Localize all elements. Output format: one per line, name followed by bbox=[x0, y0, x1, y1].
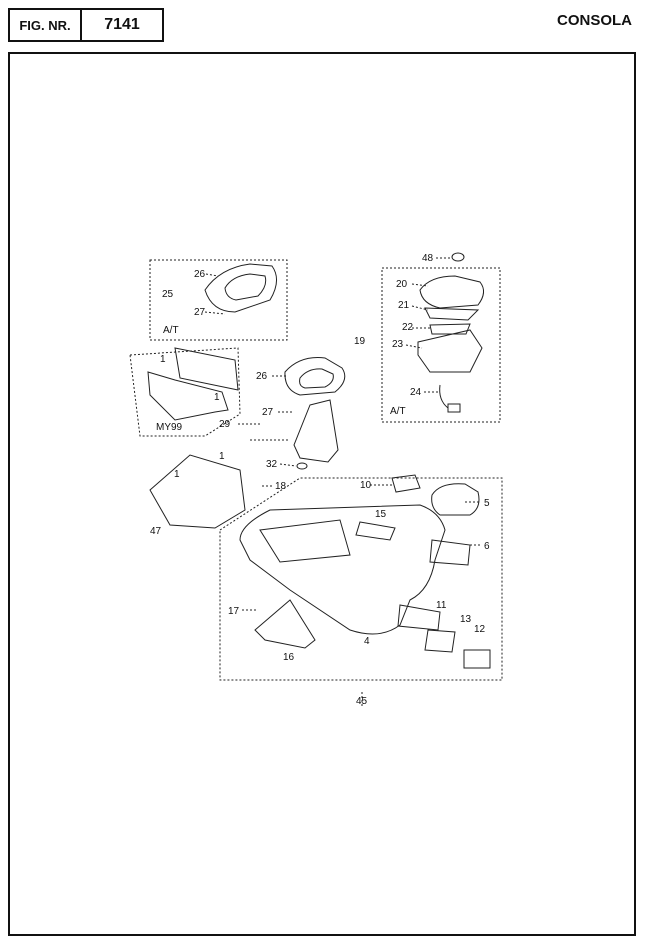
callout-27-mid: 27 bbox=[262, 407, 274, 418]
callout-13: 13 bbox=[460, 614, 472, 625]
callout-47: 47 bbox=[150, 526, 162, 537]
callout-12: 12 bbox=[474, 624, 486, 635]
diagram-frame bbox=[8, 52, 636, 936]
callout-26-mid: 26 bbox=[256, 371, 268, 382]
callout-4: 4 bbox=[364, 636, 370, 647]
callout-23: 23 bbox=[392, 339, 404, 350]
fig-number: 7141 bbox=[104, 16, 140, 33]
seal-part bbox=[424, 307, 480, 321]
wire-harness bbox=[439, 384, 449, 409]
bezel-mid-part bbox=[284, 357, 346, 396]
knob-cap-part bbox=[451, 252, 465, 262]
callout-1-lower-a: 1 bbox=[219, 451, 225, 462]
callout-1-my99-a: 1 bbox=[160, 354, 166, 365]
tray-insert-part bbox=[355, 521, 396, 541]
callout-21: 21 bbox=[398, 300, 410, 311]
callout-45: 45 bbox=[356, 696, 368, 707]
ashtray-part bbox=[429, 539, 471, 566]
side-panel-upper-part bbox=[174, 347, 239, 391]
callout-11: 11 bbox=[436, 600, 447, 611]
callout-16: 16 bbox=[283, 652, 295, 663]
pad-part bbox=[391, 474, 421, 493]
callout-25: 25 bbox=[162, 289, 174, 300]
callout-17: 17 bbox=[228, 606, 240, 617]
group-box-at-top bbox=[149, 259, 288, 341]
callout-15: 15 bbox=[375, 509, 387, 520]
callout-48: 48 bbox=[422, 253, 434, 264]
callout-29: 29 bbox=[219, 419, 231, 430]
group-box-console bbox=[219, 477, 503, 681]
slide-plate-part bbox=[429, 323, 471, 335]
callout-1-my99-b: 1 bbox=[214, 392, 220, 403]
callout-19: 19 bbox=[354, 336, 366, 347]
fig-label: FIG. NR. bbox=[10, 10, 82, 40]
callout-27-top: 27 bbox=[194, 307, 206, 318]
callout-26-top: 26 bbox=[194, 269, 206, 280]
shifter-base-part bbox=[417, 329, 483, 373]
console-cupholder bbox=[259, 519, 351, 563]
indicator-plate-part bbox=[419, 275, 484, 309]
bezel-part bbox=[204, 263, 277, 313]
callout-10: 10 bbox=[360, 480, 372, 491]
bezel-opening bbox=[224, 273, 267, 301]
callout-5: 5 bbox=[484, 498, 490, 509]
bracket-part bbox=[397, 604, 441, 631]
shift-boot-part bbox=[293, 399, 339, 463]
connector-part bbox=[447, 403, 461, 413]
lighter-part bbox=[463, 649, 491, 669]
callout-1-lower-b: 1 bbox=[174, 469, 180, 480]
front-trim-part bbox=[254, 599, 316, 649]
socket-part bbox=[424, 629, 456, 653]
label-at-shifter: A/T bbox=[390, 406, 406, 417]
label-at-top: A/T bbox=[163, 325, 179, 336]
grommet-part bbox=[296, 462, 308, 470]
side-panel-part bbox=[147, 371, 229, 421]
callout-20: 20 bbox=[396, 279, 408, 290]
callout-18: 18 bbox=[275, 481, 287, 492]
callout-6: 6 bbox=[484, 541, 490, 552]
bezel-mid-opening bbox=[299, 368, 334, 389]
lower-left-panel-part bbox=[149, 454, 246, 529]
callout-22: 22 bbox=[402, 322, 414, 333]
console-body-part bbox=[239, 504, 446, 635]
callout-32: 32 bbox=[266, 459, 278, 470]
lid-part bbox=[431, 483, 480, 516]
page-title: CONSOLA bbox=[557, 12, 632, 29]
callout-24: 24 bbox=[410, 387, 422, 398]
figure-number-box: FIG. NR. 7141 bbox=[8, 8, 164, 42]
label-my99: MY99 bbox=[156, 422, 183, 433]
